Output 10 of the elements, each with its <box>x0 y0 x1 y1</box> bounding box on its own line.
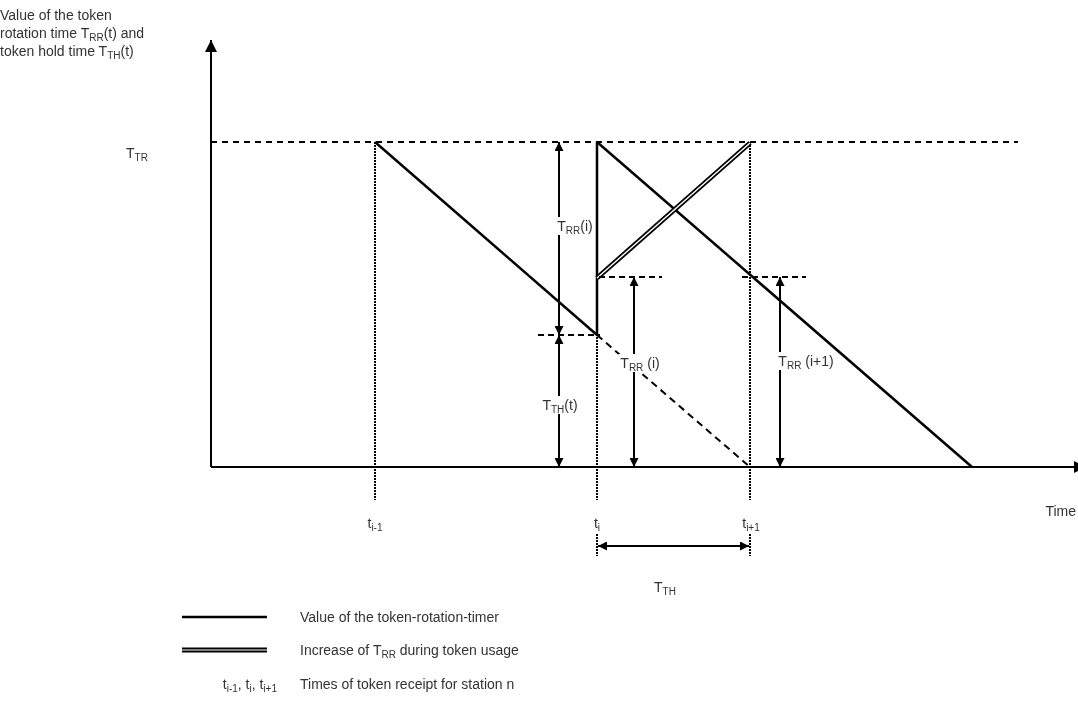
legend-label: Increase of T$_{RR}$ during token usage <box>300 642 519 658</box>
axis-label: Time <box>1045 503 1076 519</box>
dimension-label: T$_{RR}$ (i+1) <box>776 352 836 370</box>
note-text: Times of token receipt for station n <box>300 676 515 692</box>
dimension-label: T$_{RR}$(i) <box>555 217 595 235</box>
symbol-text: t$_{i-1}$, t$_{i}$, t$_{i+1}$ <box>222 676 277 692</box>
axis-label: Value of the token rotation time T$_{RR}$(t) and token hold time T$_{TH}$(t) <box>0 6 146 60</box>
legend-label: Value of the token-rotation-timer <box>300 609 499 625</box>
dimension-label: T$_{RR}$ (i) <box>618 354 662 372</box>
dimension-label: T$_{TH}$(t) <box>540 396 580 414</box>
